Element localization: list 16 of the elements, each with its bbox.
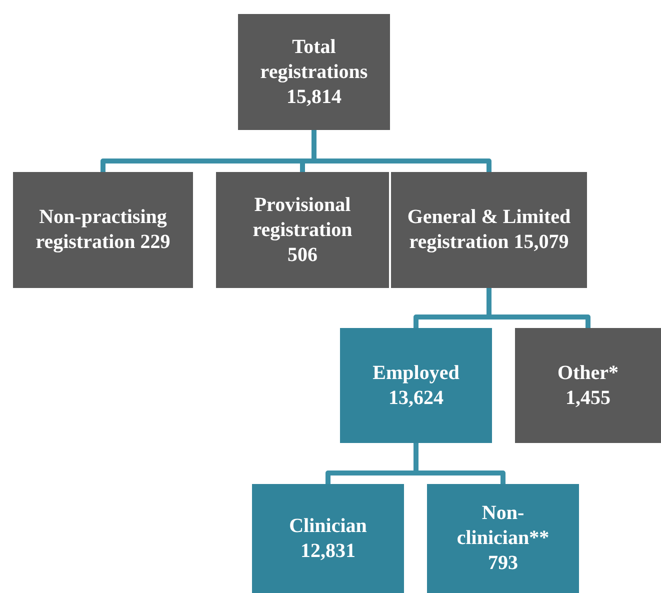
org-box <box>427 484 579 593</box>
org-box <box>515 328 661 443</box>
org-box <box>391 172 587 288</box>
org-box <box>340 328 492 443</box>
box-label: Provisional registration 506 <box>252 192 354 268</box>
box-label: General & Limited registration 15,079 <box>406 205 572 255</box>
box-label: Non-practising registration 229 <box>34 205 172 255</box>
box-label: Total registrations 15,814 <box>259 34 369 110</box>
box-label: Clinician 12,831 <box>288 514 368 564</box>
box-label: Non-clinician** 793 <box>456 501 550 576</box>
org-box <box>238 14 390 130</box>
box-label: Employed 13,624 <box>372 360 460 410</box>
box-label: Other* 1,455 <box>556 360 620 410</box>
org-box <box>252 484 404 593</box>
org-box <box>13 172 193 288</box>
org-box <box>216 172 389 288</box>
